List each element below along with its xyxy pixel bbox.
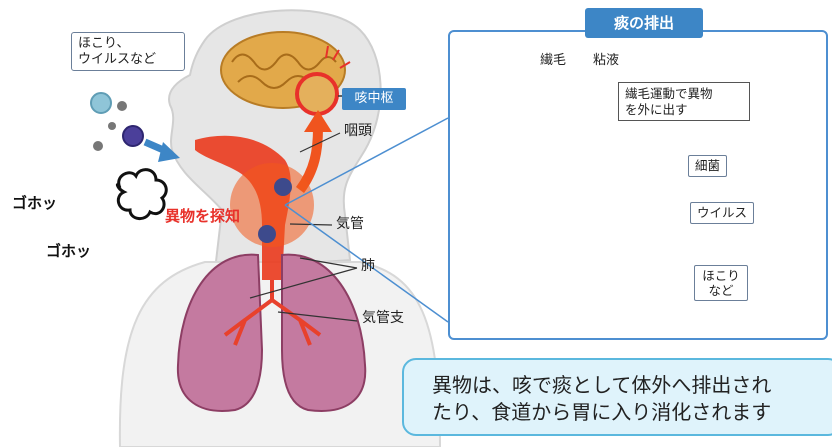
dust-tag-line-2: など bbox=[708, 283, 734, 298]
incoming-particles-icon bbox=[90, 92, 144, 151]
cough-puff-icon bbox=[115, 168, 168, 220]
cilia-note-line-2: を外に出す bbox=[625, 101, 688, 117]
virus-in-airway-icon bbox=[258, 178, 292, 243]
lungs-icon bbox=[176, 253, 367, 412]
callout-line-1: ほこり、 bbox=[78, 36, 130, 51]
airway-trachea bbox=[195, 135, 314, 280]
dust-tag: ほこり など bbox=[694, 265, 748, 301]
to-outside-char-1: 体 bbox=[787, 94, 803, 112]
sputum-panel bbox=[448, 30, 828, 340]
detect-foreign-label: 異物を探知 bbox=[165, 207, 241, 225]
summary-line-2: たり、食道から胃に入り消化されます bbox=[432, 400, 772, 424]
cilia-note: 繊毛運動で異物 を外に出す bbox=[618, 82, 750, 122]
callout-line-2: ウイルスなど bbox=[78, 51, 157, 67]
to-stomach-char-2: へ bbox=[787, 266, 803, 285]
dust-tag-line-1: ほこり bbox=[702, 268, 740, 283]
bacteria-tag: 細菌 bbox=[688, 155, 728, 177]
pharynx-label: 咽頭 bbox=[344, 123, 372, 139]
cilia-note-line-1: 繊毛運動で異物 bbox=[625, 86, 713, 101]
summary-line-1: 異物は、咳で痰として体外へ排出され bbox=[432, 373, 772, 397]
mucus-label: 粘液 bbox=[593, 53, 620, 68]
cough-sound-1: ゴホッ bbox=[12, 194, 58, 212]
inhale-arrow bbox=[143, 138, 180, 162]
virus-tag: ウイルス bbox=[690, 202, 755, 224]
to-stomach-label: 胃 へ bbox=[785, 249, 805, 285]
bronchi-label: 気管支 bbox=[362, 310, 404, 326]
to-outside-char-2: 外 bbox=[787, 111, 803, 130]
to-stomach-char-1: 胃 bbox=[787, 249, 803, 267]
trachea-label: 気管 bbox=[336, 216, 364, 232]
to-outside-label: 体 外 へ bbox=[785, 94, 805, 147]
summary-note: 異物は、咳で痰として体外へ排出され たり、食道から胃に入り消化されます bbox=[402, 358, 832, 436]
lungs-label: 肺 bbox=[361, 258, 375, 274]
panel-title: 痰の排出 bbox=[585, 8, 703, 38]
to-outside-char-3: へ bbox=[787, 128, 803, 147]
cough-sound-2: ゴホッ bbox=[46, 242, 92, 260]
cilia-label: 繊毛 bbox=[540, 53, 567, 68]
dust-virus-callout: ほこり、 ウイルスなど bbox=[71, 32, 185, 72]
cough-center-label: 咳中枢 bbox=[342, 88, 406, 110]
zoom-connector bbox=[284, 117, 449, 323]
